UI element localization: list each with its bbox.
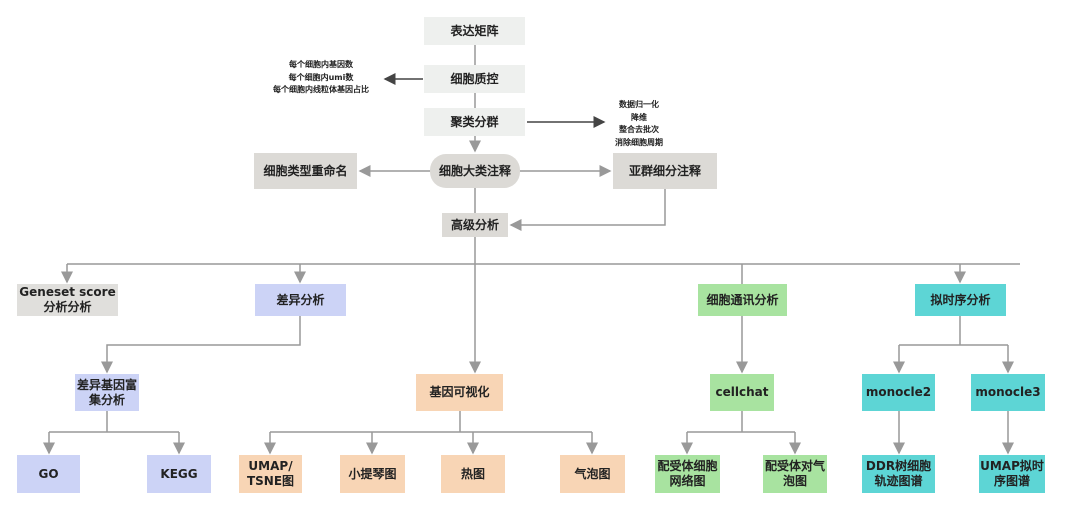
qc-note: 每个细胞内umi数 [288,72,354,82]
node-heatmap: 热图 [441,455,505,493]
node-monocle2: monocle2 [862,374,935,411]
node-bubble-plot: 气泡图 [560,455,625,493]
node-geneset-score: Geneset score 分析分析 [17,284,118,316]
node-diff-enrichment: 差异基因富集分析 [75,374,139,411]
clustering-notes: 数据归一化 降维 整合去批次 消除细胞周期 [604,99,674,149]
clustering-note: 数据归一化 [619,100,659,109]
node-umap-pseudotime: UMAP拟时序图谱 [979,455,1045,493]
node-cell-communication: 细胞通讯分析 [698,284,787,316]
node-lr-network: 配受体细胞网络图 [655,455,720,493]
node-violin-plot: 小提琴图 [340,455,405,493]
node-expression-matrix: 表达矩阵 [424,17,525,45]
node-go: GO [17,455,80,493]
node-monocle3: monocle3 [971,374,1045,411]
node-major-annotation: 细胞大类注释 [430,154,520,188]
qc-note: 每个细胞内基因数 [289,60,353,69]
clustering-note: 消除细胞周期 [615,137,663,147]
node-ddr-tree: DDR树细胞轨迹图谱 [862,455,935,493]
clustering-note: 整合去批次 [619,125,659,134]
clustering-note: 降维 [631,112,647,122]
node-lr-bubble: 配受体对气泡图 [763,455,827,493]
node-pseudotime: 拟时序分析 [915,284,1006,316]
node-rename-cell-type: 细胞类型重命名 [254,153,357,189]
node-subcluster-annotation: 亚群细分注释 [613,153,717,189]
node-advanced-analysis: 高级分析 [442,213,508,237]
node-kegg: KEGG [147,455,211,493]
node-cell-qc: 细胞质控 [424,65,525,93]
node-clustering: 聚类分群 [424,108,525,136]
node-umap-tsne: UMAP/ TSNE图 [239,455,302,493]
qc-notes: 每个细胞内基因数 每个细胞内umi数 每个细胞内线粒体基因占比 [262,59,380,97]
node-cellchat: cellchat [710,374,774,411]
node-diff-analysis: 差异分析 [255,284,346,316]
node-gene-visualization: 基因可视化 [416,374,503,411]
qc-note: 每个细胞内线粒体基因占比 [273,85,369,94]
